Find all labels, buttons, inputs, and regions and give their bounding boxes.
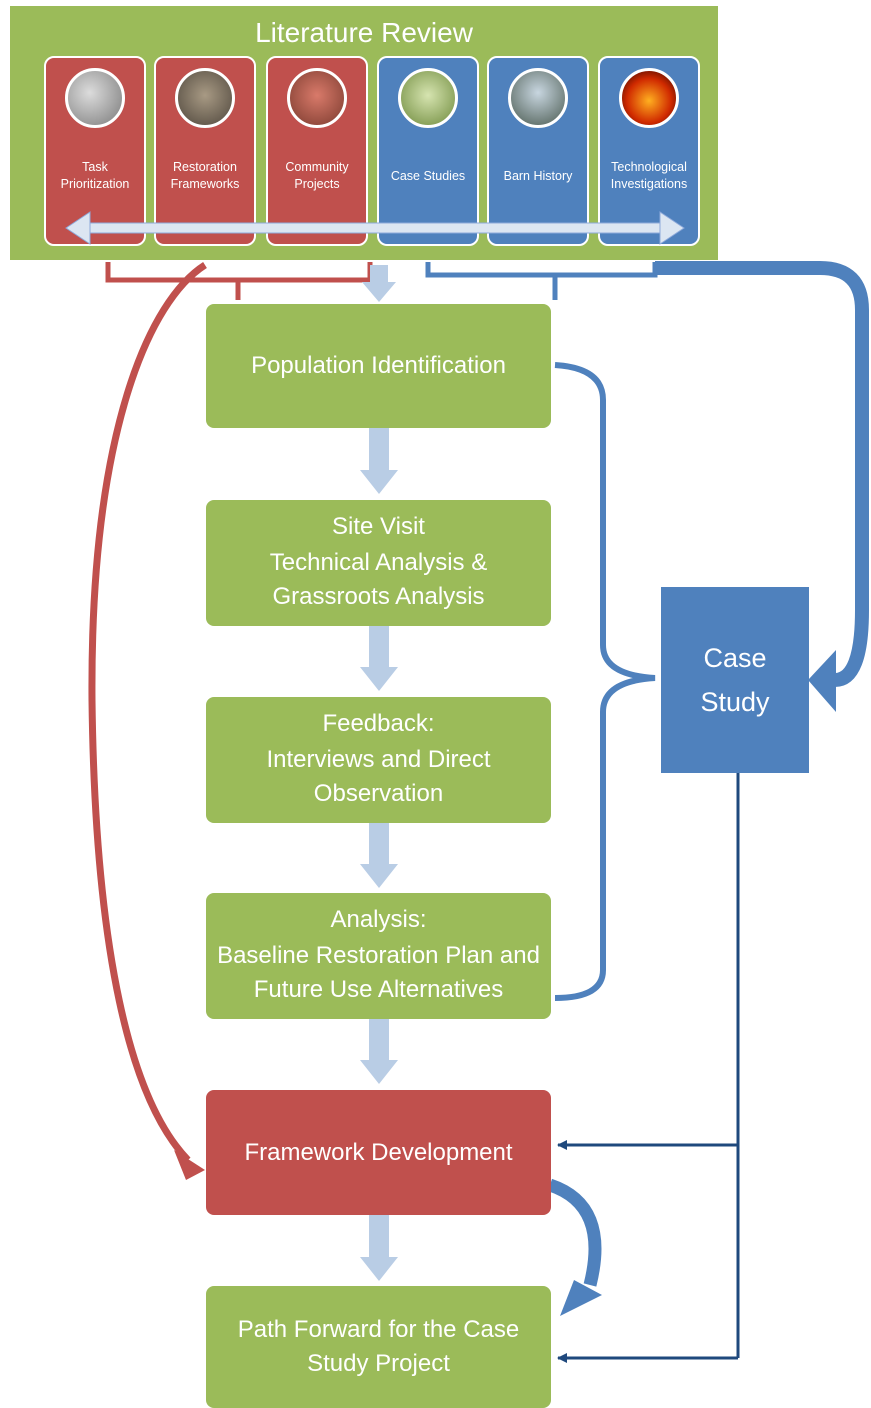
lit-to-framework-arrow: [88, 262, 207, 1163]
step-title: Feedback:: [322, 710, 435, 737]
step-title: Population Identification: [251, 352, 506, 379]
step-title: Analysis:: [330, 906, 427, 933]
magnifier-figure-icon: [398, 68, 458, 128]
flow-arrow-framework-path: [360, 1215, 398, 1281]
step-title: Site Visit: [332, 513, 425, 540]
flow-arrow-site-feedback: [360, 625, 398, 691]
card-barn-history: Barn History: [487, 56, 589, 246]
flow-arrow-population-site: [360, 428, 398, 494]
lit-to-framework-arrowhead: [174, 1150, 205, 1180]
card-label: Task Prioritization: [60, 160, 130, 191]
framework-to-path-arrowhead: [560, 1280, 602, 1316]
step-analysis: Analysis: Baseline Restoration Plan and …: [206, 893, 551, 1019]
step-body: Technical Analysis & Grassroots Analysis: [269, 549, 488, 610]
old-photo-icon: [65, 68, 125, 128]
card-task-prioritization: Task Prioritization: [44, 56, 146, 246]
card-label: Community Projects: [285, 160, 349, 191]
lit-double-arrow-layer: [65, 211, 685, 245]
card-label: Barn History: [503, 168, 573, 183]
double-arrow-icon: [65, 211, 685, 245]
card-community-projects: Community Projects: [266, 56, 368, 246]
case-study-label: Case Study: [700, 643, 770, 717]
step-title: Framework Development: [244, 1138, 513, 1166]
case-study-box: Case Study: [661, 587, 809, 773]
house-icon: [287, 68, 347, 128]
flow-arrow-lit-population: [362, 265, 396, 302]
card-label: Technological Investigations: [610, 160, 688, 191]
step-framework-development: Framework Development: [206, 1090, 551, 1215]
flow-arrow-analysis-framework: [360, 1018, 398, 1084]
framework-to-path-arrow: [547, 1178, 602, 1287]
barn-icon: [508, 68, 568, 128]
literature-review-title: Literature Review: [255, 17, 473, 48]
card-label: Case Studies: [390, 168, 466, 183]
card-restoration-frameworks: Restoration Frameworks: [154, 56, 256, 246]
lit-to-case-study-arrowhead: [808, 650, 836, 712]
card-case-studies: Case Studies: [377, 56, 479, 246]
card-label: Restoration Frameworks: [170, 160, 240, 191]
step-path-forward: Path Forward for the Case Study Project: [206, 1286, 551, 1408]
lit-to-case-study-arrow: [655, 261, 869, 687]
step-population-identification: Population Identification: [206, 304, 551, 428]
laser-scan-icon: [619, 68, 679, 128]
steps-brace: [554, 362, 656, 1001]
step-body: Baseline Restoration Plan and Future Use…: [217, 942, 540, 1003]
flow-arrows: [360, 265, 398, 1281]
flow-arrow-feedback-analysis: [360, 822, 398, 888]
step-body: Interviews and Direct Observation: [266, 746, 491, 807]
card-technological-investigations: Technological Investigations: [598, 56, 700, 246]
step-site-visit: Site Visit Technical Analysis & Grassroo…: [206, 500, 551, 626]
step-feedback: Feedback: Interviews and Direct Observat…: [206, 697, 551, 823]
ruined-building-icon: [175, 68, 235, 128]
step-title: Path Forward for the Case Study Project: [237, 1316, 520, 1377]
